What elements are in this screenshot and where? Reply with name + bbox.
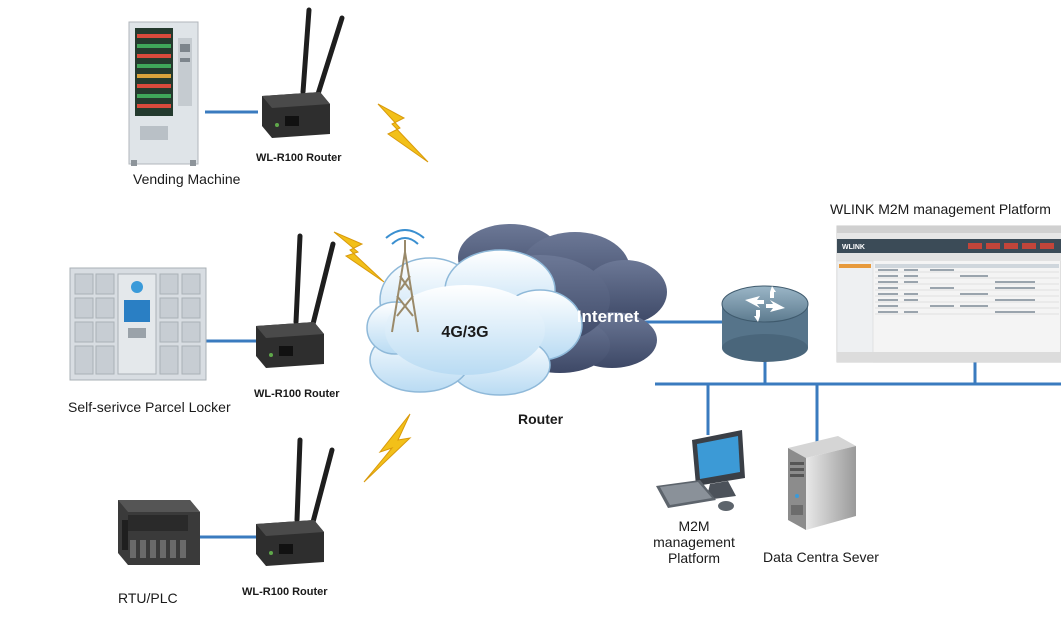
data-server-label: Data Centra Sever	[763, 549, 879, 565]
vending-machine-icon	[128, 21, 199, 166]
vending-machine-label: Vending Machine	[133, 171, 241, 187]
cloud-4g-label: 4G/3G	[441, 324, 488, 341]
lightning-top-icon	[377, 103, 429, 163]
mobile-network-cloud-icon	[366, 249, 583, 396]
parcel-locker-icon	[69, 267, 207, 381]
core-router-label: Router	[518, 411, 564, 427]
router-bottom-icon	[256, 437, 335, 566]
m2m-platform-label-line-3: Platform	[667, 550, 721, 566]
lightning-bottom-icon	[363, 413, 412, 483]
core-router-icon	[721, 285, 809, 362]
platform-screen-title: WLINK M2M management Platform	[830, 201, 1051, 217]
cell-tower-icon	[385, 229, 425, 333]
router-middle-icon	[256, 233, 336, 368]
m2m-platform-label: M2M management Platform	[648, 518, 740, 566]
router-middle-label: WL-R100 Router	[254, 388, 340, 400]
rtu-plc-label: RTU/PLC	[118, 590, 178, 606]
router-top-label: WL-R100 Router	[256, 152, 342, 164]
rtu-plc-icon	[118, 500, 200, 565]
connection-lines	[200, 110, 1061, 539]
parcel-locker-label: Self-serivce Parcel Locker	[68, 399, 231, 415]
cloud-internet-label: Internet	[577, 307, 640, 326]
platform-screenshot: WLINK	[836, 225, 1061, 363]
lightning-middle-icon	[333, 231, 385, 283]
router-top-icon	[262, 7, 345, 138]
m2m-platform-label-line-2: management	[653, 534, 735, 550]
data-server-icon	[788, 436, 856, 530]
m2m-workstation-icon	[656, 430, 745, 511]
m2m-platform-label-line-1: M2M	[678, 518, 710, 534]
router-bottom-label: WL-R100 Router	[242, 586, 328, 598]
screen-brand: WLINK	[842, 244, 865, 251]
